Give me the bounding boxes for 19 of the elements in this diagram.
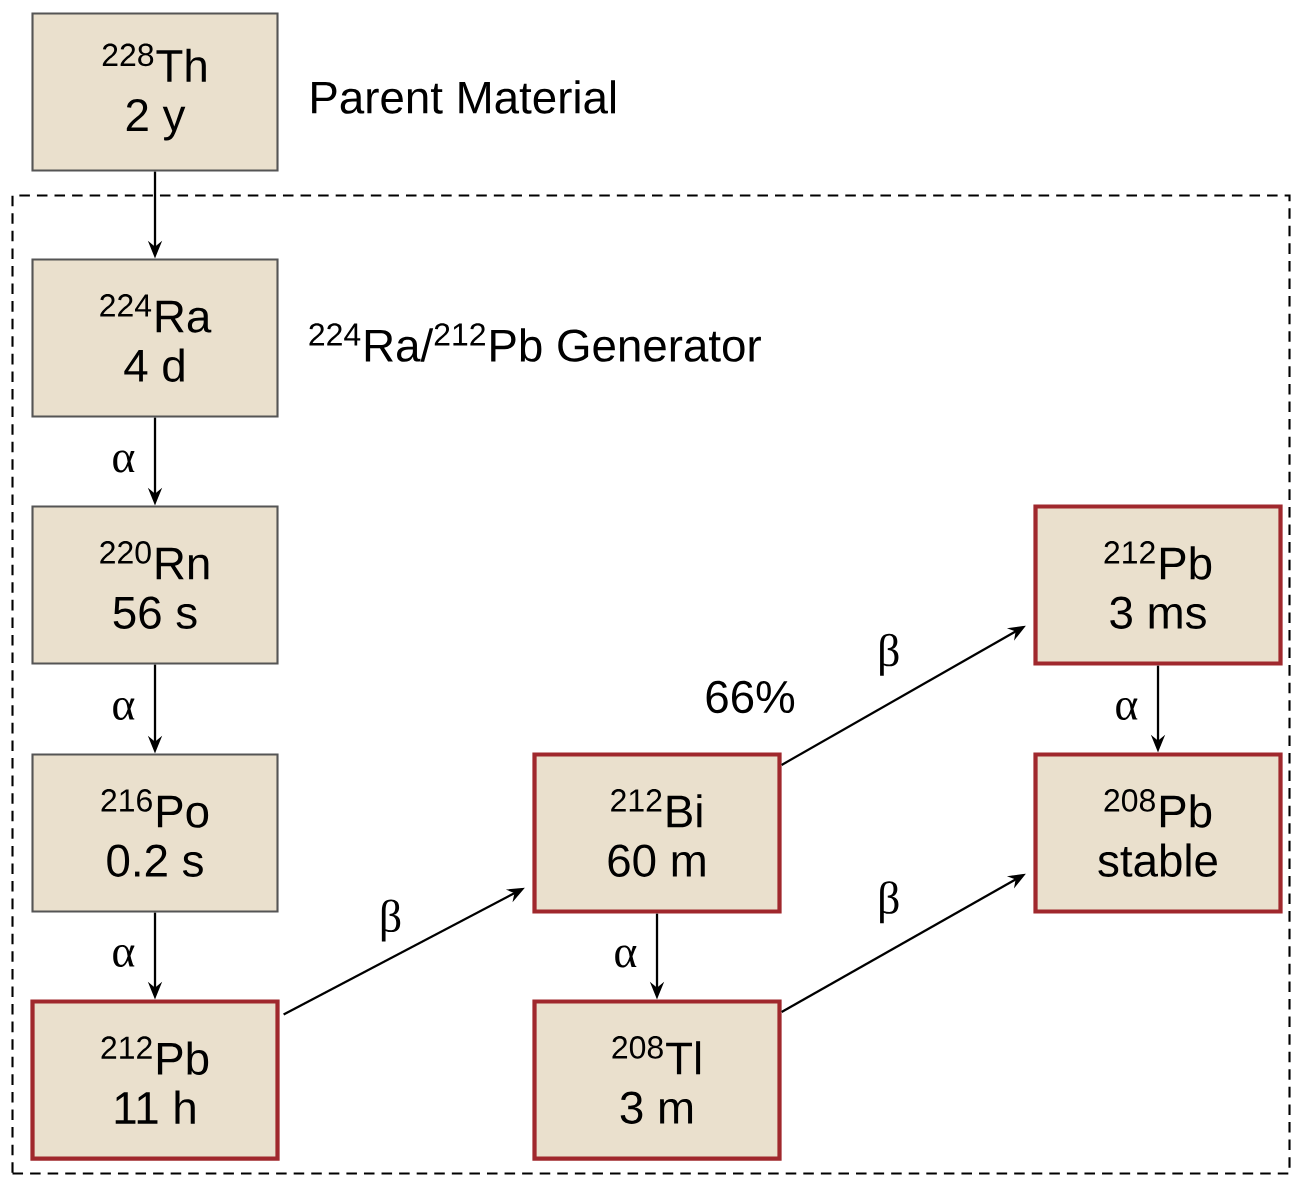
nuclide-box: $^{212}$Pb 11 h	[30, 999, 280, 1161]
edge-label: β	[875, 632, 903, 678]
nuclide-box: $^{224}$Ra 4 d	[31, 258, 279, 418]
nuclide-box: $^{220}$Rn 56 s	[31, 505, 279, 665]
edge-label: β	[875, 879, 903, 925]
nuclide-box: $^{228}$Th 2 y	[31, 12, 279, 172]
edge-label: α	[109, 448, 138, 475]
branch-percentage: 66%	[706, 680, 795, 714]
nuclide-box: $^{208}$Pb stable	[1033, 752, 1283, 914]
nuclide-box: $^{216}$Po 0.2 s	[31, 753, 279, 913]
edge-label: α	[611, 943, 640, 970]
edge-label: α	[1112, 696, 1141, 722]
nuclide-box: $^{212}$Pb 3 ms	[1033, 504, 1283, 666]
edge-label: α	[109, 696, 138, 722]
edge-label: α	[109, 943, 138, 969]
edge-label: β	[377, 897, 404, 944]
nuclide-box: $^{208}$Tl 3 m	[532, 999, 782, 1161]
nuclide-box: $^{212}$Bi 60 m	[532, 752, 782, 914]
beside-text: Parent Material	[312, 80, 616, 114]
